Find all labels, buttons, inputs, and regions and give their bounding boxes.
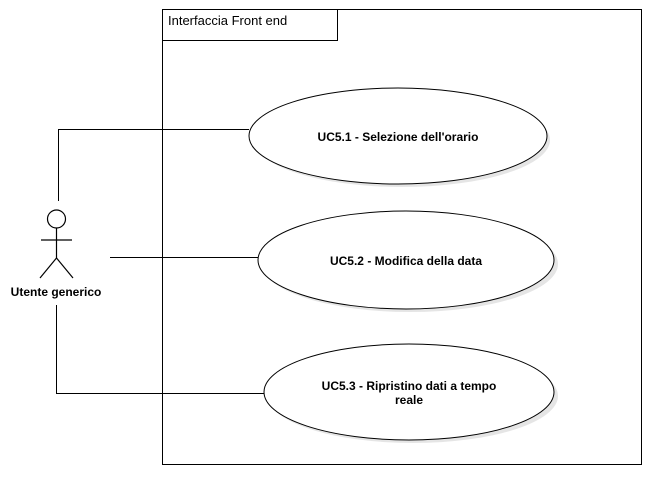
system-boundary-title: Interfaccia Front end xyxy=(168,13,287,28)
associations xyxy=(56,129,266,394)
use-case-uc5-3-label-line2: reale xyxy=(395,393,423,407)
actor-utente-generico[interactable]: Utente generico xyxy=(11,209,102,299)
use-case-uc5-2-label: UC5.2 - Modifica della data xyxy=(330,254,482,268)
association-uc5-1[interactable] xyxy=(58,129,250,202)
system-boundary-frame xyxy=(162,9,642,465)
use-case-uc5-1[interactable]: UC5.1 - Selezione dell'orario xyxy=(248,87,550,187)
use-case-uc5-3-label-line1: UC5.3 - Ripristino dati a tempo xyxy=(322,379,497,393)
use-case-uc5-3-ellipse xyxy=(263,343,555,441)
use-case-uc5-2[interactable]: UC5.2 - Modifica della data xyxy=(257,210,558,312)
system-boundary-title-box xyxy=(162,9,338,41)
use-case-uc5-2-ellipse xyxy=(257,210,555,310)
use-case-uc5-3[interactable]: UC5.3 - Ripristino dati a tempo reale xyxy=(263,343,558,443)
use-case-uc5-1-label: UC5.1 - Selezione dell'orario xyxy=(318,130,479,144)
actor-label: Utente generico xyxy=(11,285,102,299)
actor-figure-icon xyxy=(39,209,74,279)
use-case-uc5-1-ellipse xyxy=(248,87,548,185)
association-uc5-3[interactable] xyxy=(56,305,266,394)
system-boundary[interactable]: Interfaccia Front end xyxy=(162,9,642,465)
